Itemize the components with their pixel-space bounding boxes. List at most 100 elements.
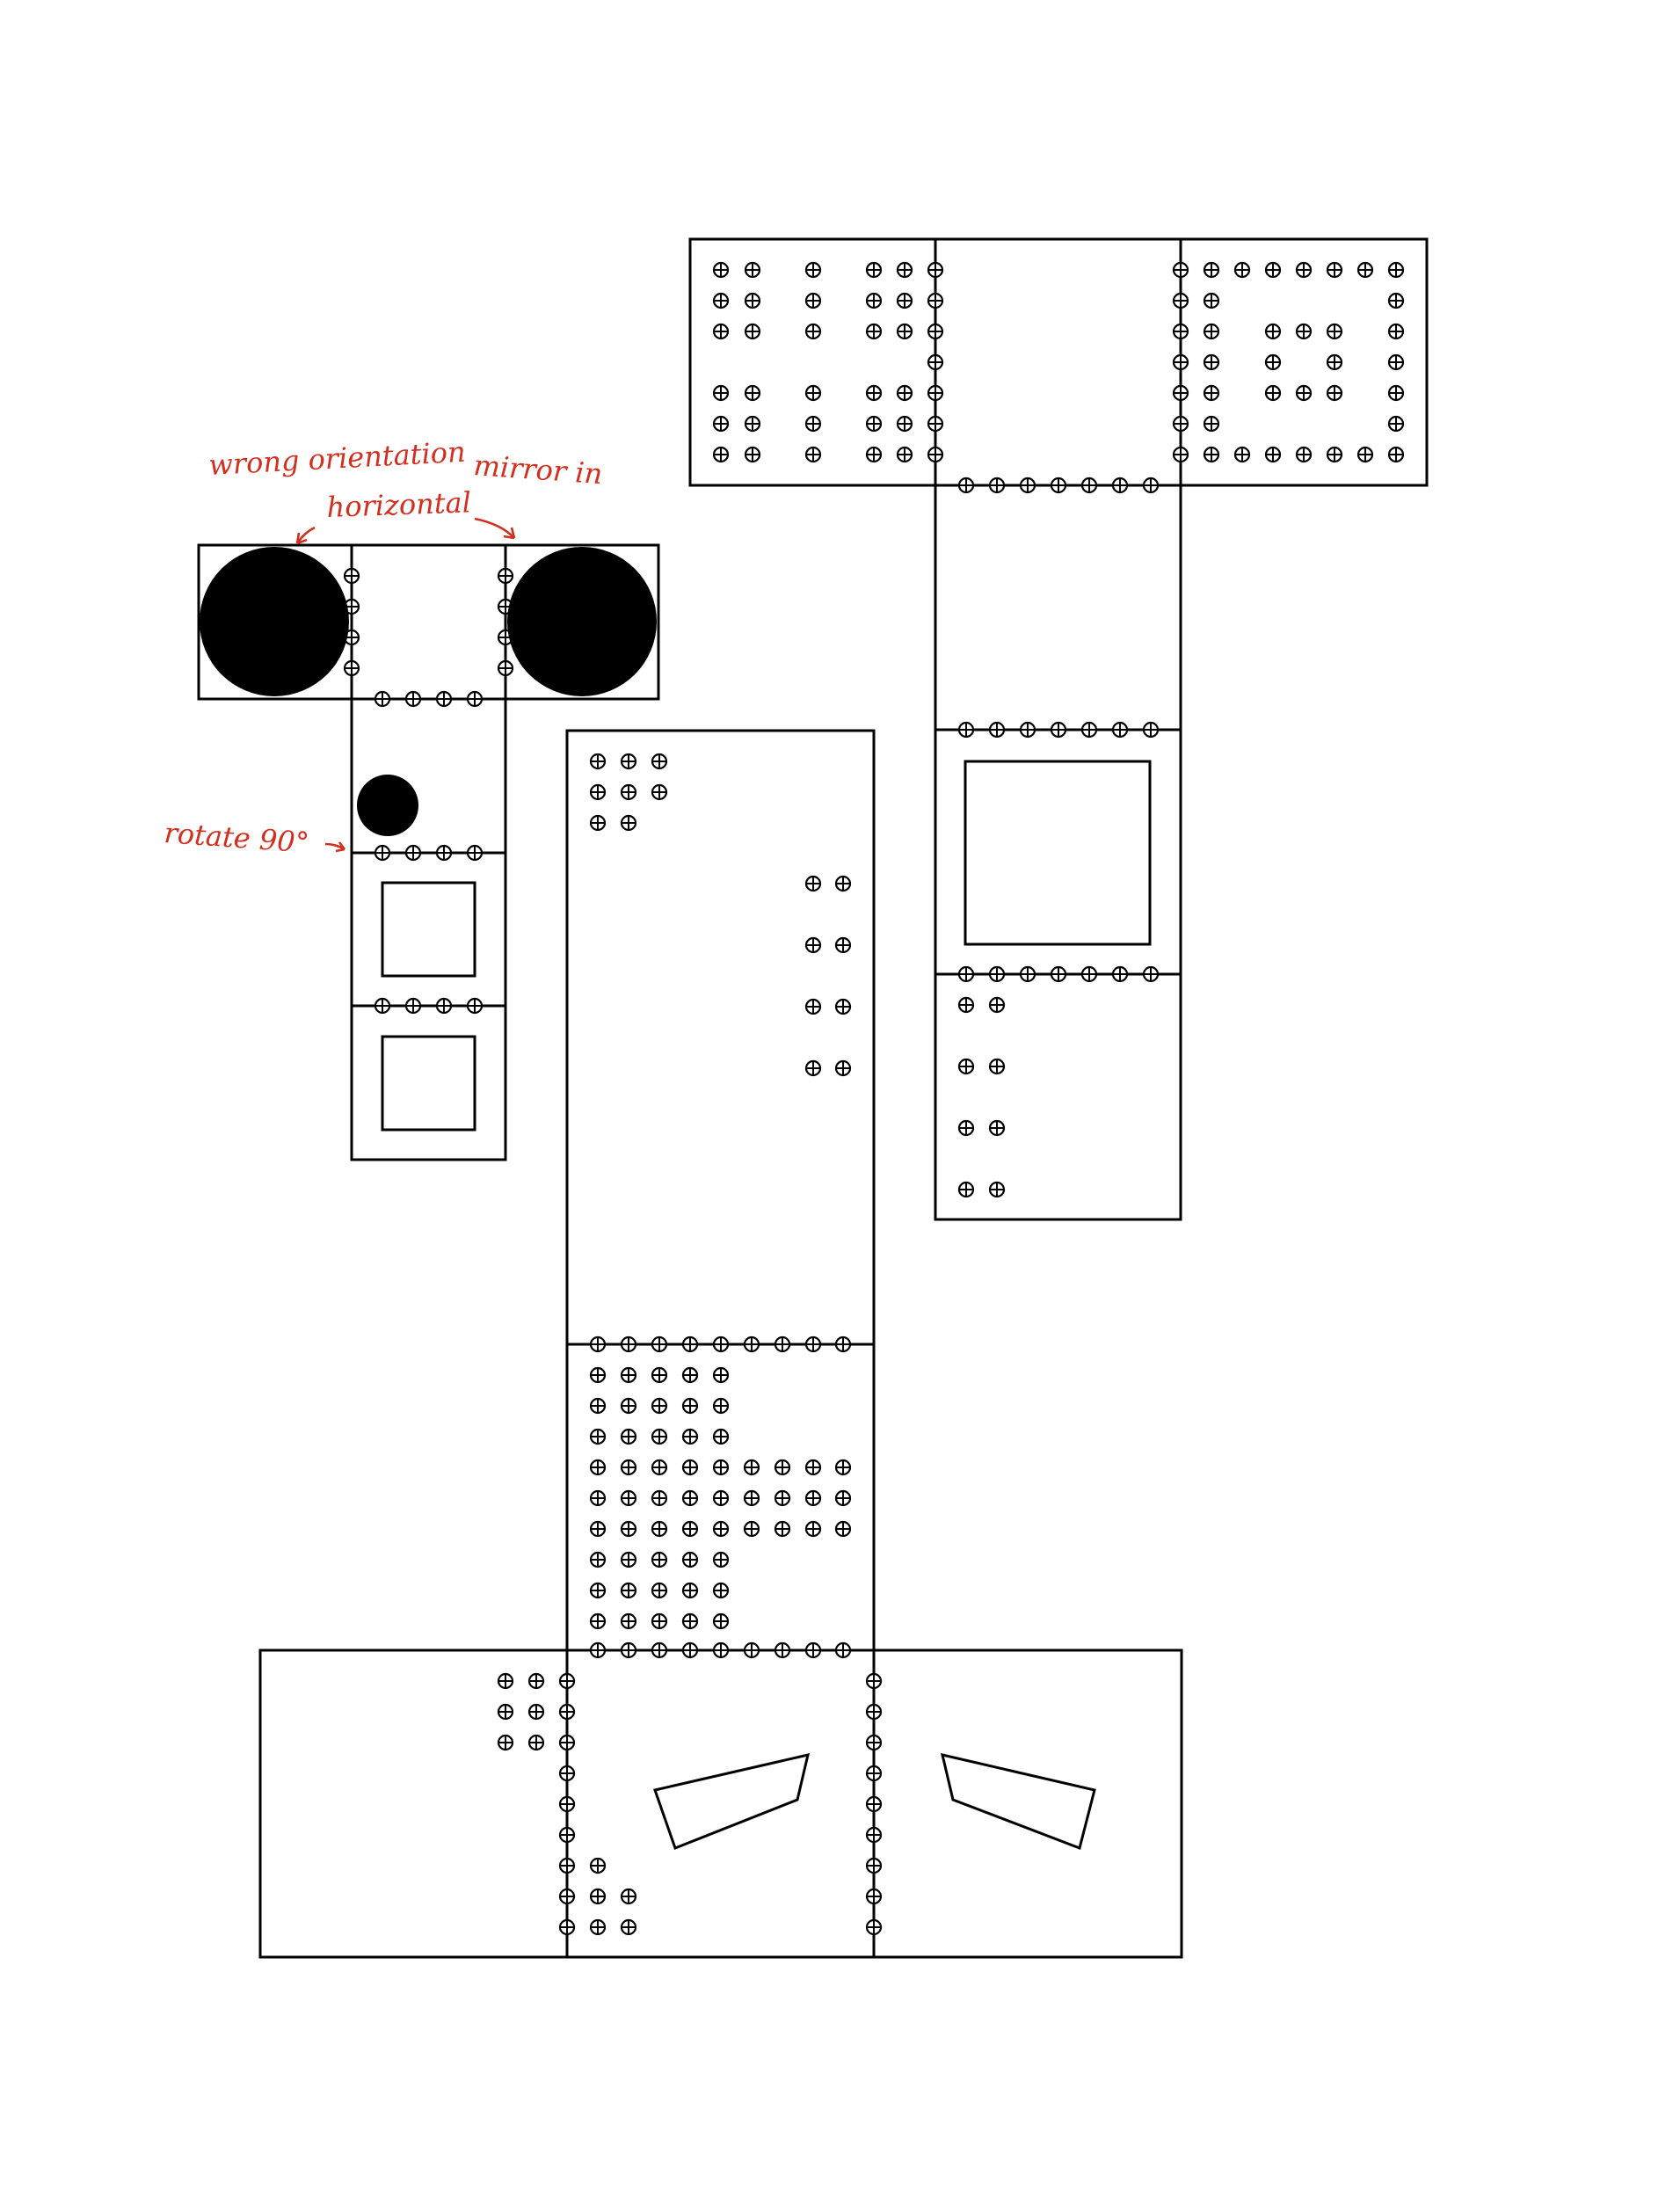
- hole-marker: [1295, 384, 1313, 402]
- hole-marker: [681, 1336, 699, 1353]
- hole-marker: [1356, 261, 1374, 279]
- hole-marker: [1264, 323, 1282, 340]
- hole-marker: [681, 1641, 699, 1659]
- hole-marker: [865, 446, 883, 463]
- hole-marker: [466, 997, 484, 1015]
- hole-marker: [589, 1489, 607, 1507]
- hole-marker: [743, 1336, 760, 1353]
- hole-marker: [620, 1428, 637, 1445]
- hole-marker: [804, 323, 822, 340]
- hole-marker: [865, 1734, 883, 1751]
- hole-marker: [896, 323, 913, 340]
- hole-marker: [804, 1059, 822, 1077]
- hole-marker: [527, 1734, 545, 1751]
- hole-marker: [834, 1520, 852, 1538]
- hole-marker: [681, 1612, 699, 1630]
- hole-marker: [865, 292, 883, 309]
- hole-marker: [804, 936, 822, 954]
- hole-marker: [743, 1520, 760, 1538]
- hole-marker: [651, 783, 668, 801]
- hole-marker: [927, 292, 944, 309]
- hole-marker: [620, 1397, 637, 1415]
- hole-marker: [744, 323, 761, 340]
- hole-marker: [804, 1520, 822, 1538]
- hole-marker: [834, 1459, 852, 1476]
- hole-marker: [1387, 261, 1405, 279]
- hole-marker: [804, 292, 822, 309]
- hole-marker: [834, 1336, 852, 1353]
- hole-marker: [651, 1336, 668, 1353]
- hole-marker: [1326, 446, 1343, 463]
- hole-marker: [558, 1795, 576, 1813]
- annotation-circle: [200, 547, 349, 696]
- hole-marker: [589, 1918, 607, 1936]
- hole-marker: [712, 1520, 730, 1538]
- hole-marker: [744, 384, 761, 402]
- hole-marker: [558, 1672, 576, 1690]
- hole-marker: [589, 1366, 607, 1384]
- hole-marker: [497, 1703, 514, 1721]
- annotation-circle: [507, 547, 657, 696]
- hole-marker: [804, 415, 822, 433]
- hole-marker: [374, 997, 391, 1015]
- hole-marker: [1050, 721, 1067, 739]
- hole-marker: [1142, 477, 1160, 494]
- hole-marker: [558, 1857, 576, 1874]
- hole-marker: [743, 1641, 760, 1659]
- hole-marker: [957, 1058, 975, 1075]
- hole-marker: [1172, 384, 1189, 402]
- hole-marker: [589, 1336, 607, 1353]
- hole-marker: [1387, 384, 1405, 402]
- hole-marker: [651, 1551, 668, 1568]
- hole-marker: [865, 1918, 883, 1936]
- hole-marker: [497, 567, 514, 585]
- hole-marker: [804, 446, 822, 463]
- hole-marker: [712, 1612, 730, 1630]
- hole-marker: [1203, 261, 1220, 279]
- hole-marker: [1295, 261, 1313, 279]
- hole-marker: [804, 875, 822, 892]
- hole-marker: [865, 1703, 883, 1721]
- hole-marker: [957, 477, 975, 494]
- hole-marker: [651, 1520, 668, 1538]
- hole-marker: [651, 1428, 668, 1445]
- hole-marker: [1387, 446, 1405, 463]
- hole-marker: [1142, 965, 1160, 983]
- center-column-panel: [565, 729, 876, 1652]
- hole-marker: [988, 996, 1006, 1014]
- hole-marker: [865, 1857, 883, 1874]
- hole-marker: [804, 261, 822, 279]
- bottom-bar-panel: [258, 1648, 1183, 1959]
- hole-marker: [744, 415, 761, 433]
- hole-marker: [404, 997, 422, 1015]
- hole-marker: [712, 446, 730, 463]
- hole-marker: [804, 1489, 822, 1507]
- hole-marker: [865, 384, 883, 402]
- hole-marker: [1172, 323, 1189, 340]
- hole-marker: [1326, 323, 1343, 340]
- hole-marker: [743, 1459, 760, 1476]
- hole-marker: [712, 1582, 730, 1599]
- hole-marker: [957, 996, 975, 1014]
- arrow-to-right-circle: [474, 517, 515, 539]
- hole-marker: [589, 1582, 607, 1599]
- hole-marker: [712, 1551, 730, 1568]
- hole-marker: [404, 690, 422, 708]
- hole-marker: [896, 446, 913, 463]
- hole-marker: [1019, 965, 1036, 983]
- hole-marker: [1142, 721, 1160, 739]
- hole-marker: [651, 1489, 668, 1507]
- hole-marker: [957, 965, 975, 983]
- hole-marker: [497, 1672, 514, 1690]
- left-column-panel: [350, 697, 507, 1161]
- trapezoid-cutout: [653, 1752, 811, 1850]
- hole-marker: [620, 1520, 637, 1538]
- hole-marker: [774, 1459, 791, 1476]
- hole-marker: [1080, 477, 1098, 494]
- hole-marker: [589, 1551, 607, 1568]
- hole-marker: [865, 1826, 883, 1844]
- hole-marker: [896, 292, 913, 309]
- hole-marker: [589, 1428, 607, 1445]
- hole-marker: [1203, 353, 1220, 371]
- hole-marker: [620, 1641, 637, 1659]
